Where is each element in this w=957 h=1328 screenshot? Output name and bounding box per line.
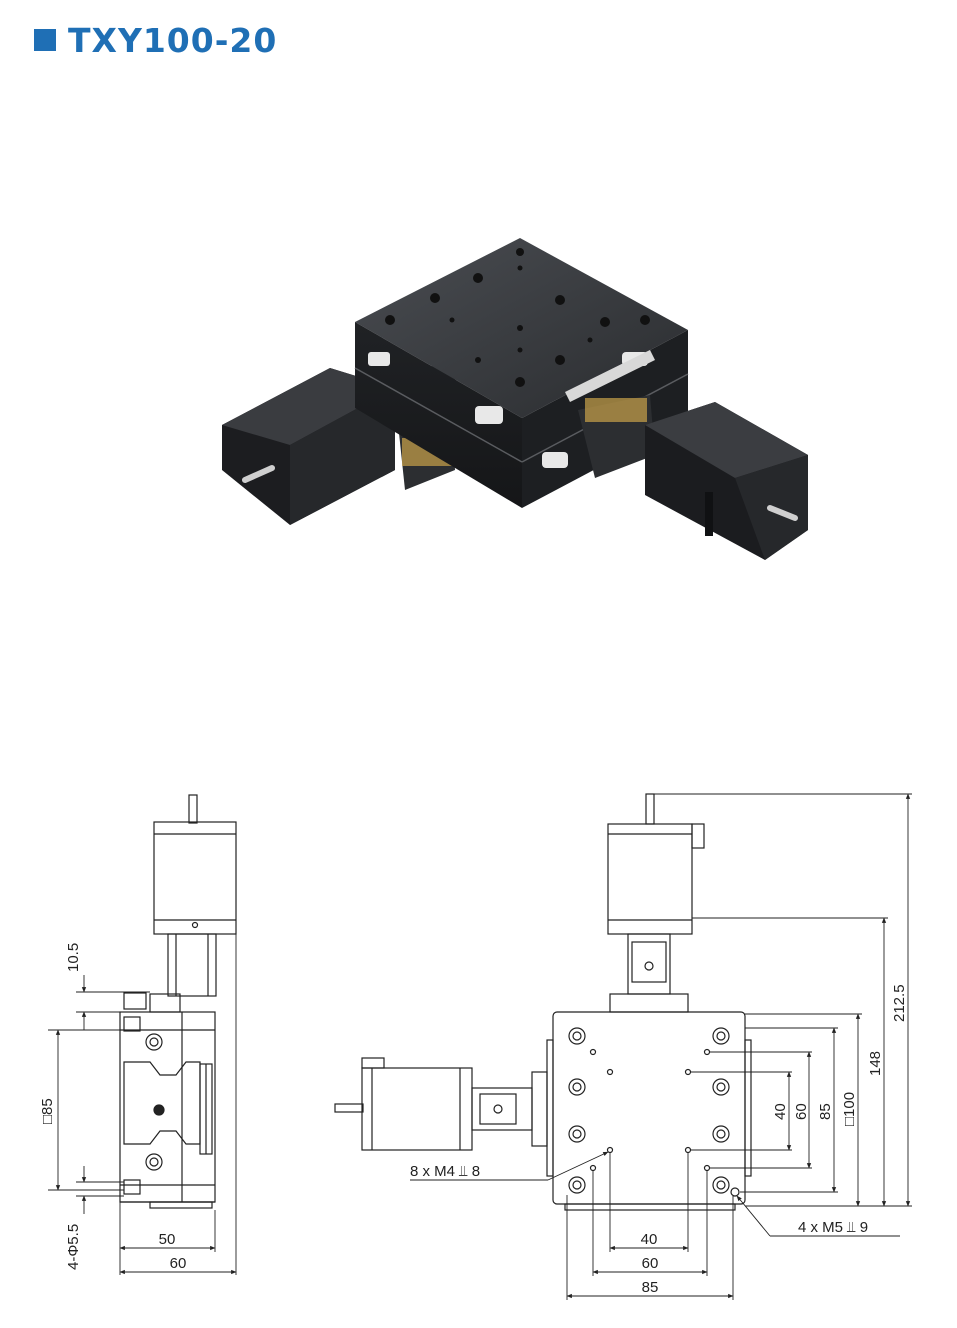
dim-85-horizontal: 85 — [642, 1279, 659, 1296]
callout-m5: 4 x M5 ⫫ 9 — [798, 1219, 868, 1236]
callout-m4: 8 x M4 ⫫ 8 — [410, 1163, 480, 1180]
dim-holes: 4-Φ5.5 — [65, 1224, 82, 1270]
right-motor — [578, 395, 808, 560]
top-view-dim-text: 212.5 148 □100 85 60 40 40 60 85 8 x M4 … — [410, 984, 908, 1296]
dim-60-horizontal: 60 — [642, 1255, 659, 1272]
page-title: TXY100-20 — [34, 20, 277, 60]
dim-sq85: □85 — [39, 1098, 56, 1124]
dim-10-5: 10.5 — [65, 943, 82, 972]
side-view-dim-text: 10.5 □85 4-Φ5.5 50 60 — [39, 943, 186, 1272]
dim-85-vertical: 85 — [817, 1103, 834, 1120]
top-view-dimensions — [410, 793, 912, 1300]
dim-60-vertical: 60 — [793, 1103, 810, 1120]
dim-212-5: 212.5 — [891, 984, 908, 1022]
side-view-dimensions — [48, 934, 237, 1275]
title-square-icon — [34, 29, 56, 51]
dim-40-vertical: 40 — [772, 1103, 789, 1120]
side-view-drawing — [119, 794, 237, 1209]
dim-sq100: □100 — [841, 1092, 858, 1126]
title-text: TXY100-20 — [68, 20, 278, 60]
dim-60: 60 — [170, 1255, 187, 1272]
dim-148: 148 — [867, 1051, 884, 1076]
dim-50: 50 — [159, 1231, 176, 1248]
product-render — [222, 238, 808, 560]
dim-40-horizontal: 40 — [641, 1231, 658, 1248]
top-view-drawing — [334, 793, 752, 1211]
